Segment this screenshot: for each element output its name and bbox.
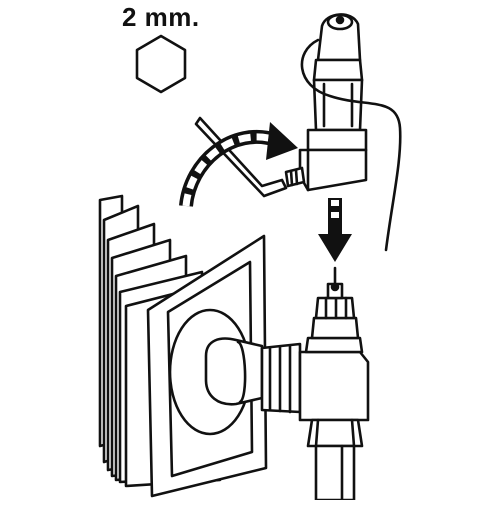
hex-key-size-label: 2 mm.	[122, 2, 200, 32]
thermostat-head	[284, 13, 402, 252]
curved-arrow-icon	[179, 122, 298, 207]
hex-key	[194, 116, 288, 198]
down-arrow-icon	[318, 198, 352, 262]
hexagon-icon	[135, 34, 187, 94]
valve-body	[204, 266, 370, 502]
